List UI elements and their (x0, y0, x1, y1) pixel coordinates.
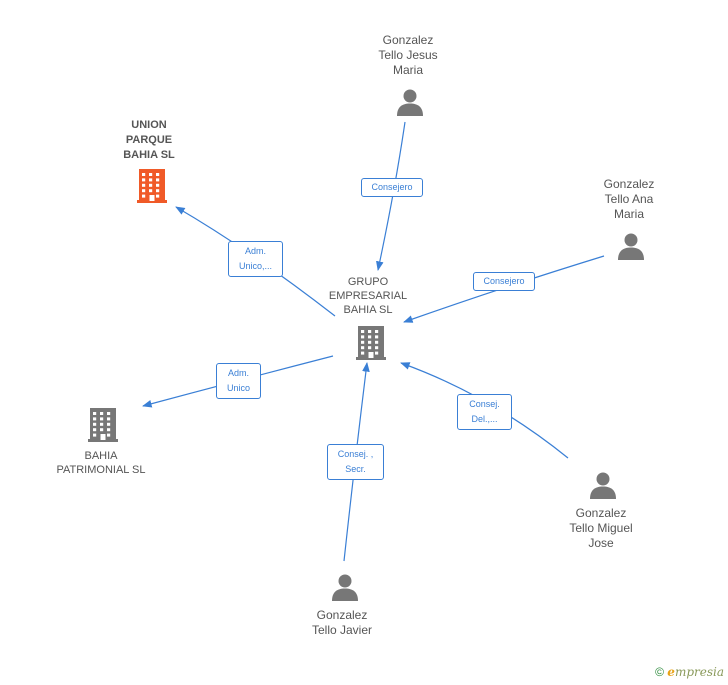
edge-label-adm-unico-bahia[interactable]: Adm.Unico (216, 363, 261, 399)
edge-label-consejero-jesus[interactable]: Consejero (361, 178, 423, 197)
copyright-symbol: © (655, 665, 664, 679)
building-icon[interactable] (88, 408, 118, 447)
edge-label-consej-del-miguel[interactable]: Consej.Del.,... (457, 394, 512, 430)
building-icon[interactable] (137, 169, 167, 208)
person-icon[interactable] (396, 88, 424, 121)
building-icon[interactable] (356, 326, 386, 365)
edge-label-consej-secr-javier[interactable]: Consej. ,Secr. (327, 444, 384, 480)
footer-brand: © empresia (655, 665, 724, 679)
edge-label-adm-unico-union[interactable]: Adm.Unico,... (228, 241, 283, 277)
brand-logo: empresia (667, 665, 724, 679)
edge-label-consejero-ana[interactable]: Consejero (473, 272, 535, 291)
person-icon[interactable] (617, 232, 645, 265)
person-icon[interactable] (331, 573, 359, 606)
person-icon[interactable] (589, 471, 617, 504)
